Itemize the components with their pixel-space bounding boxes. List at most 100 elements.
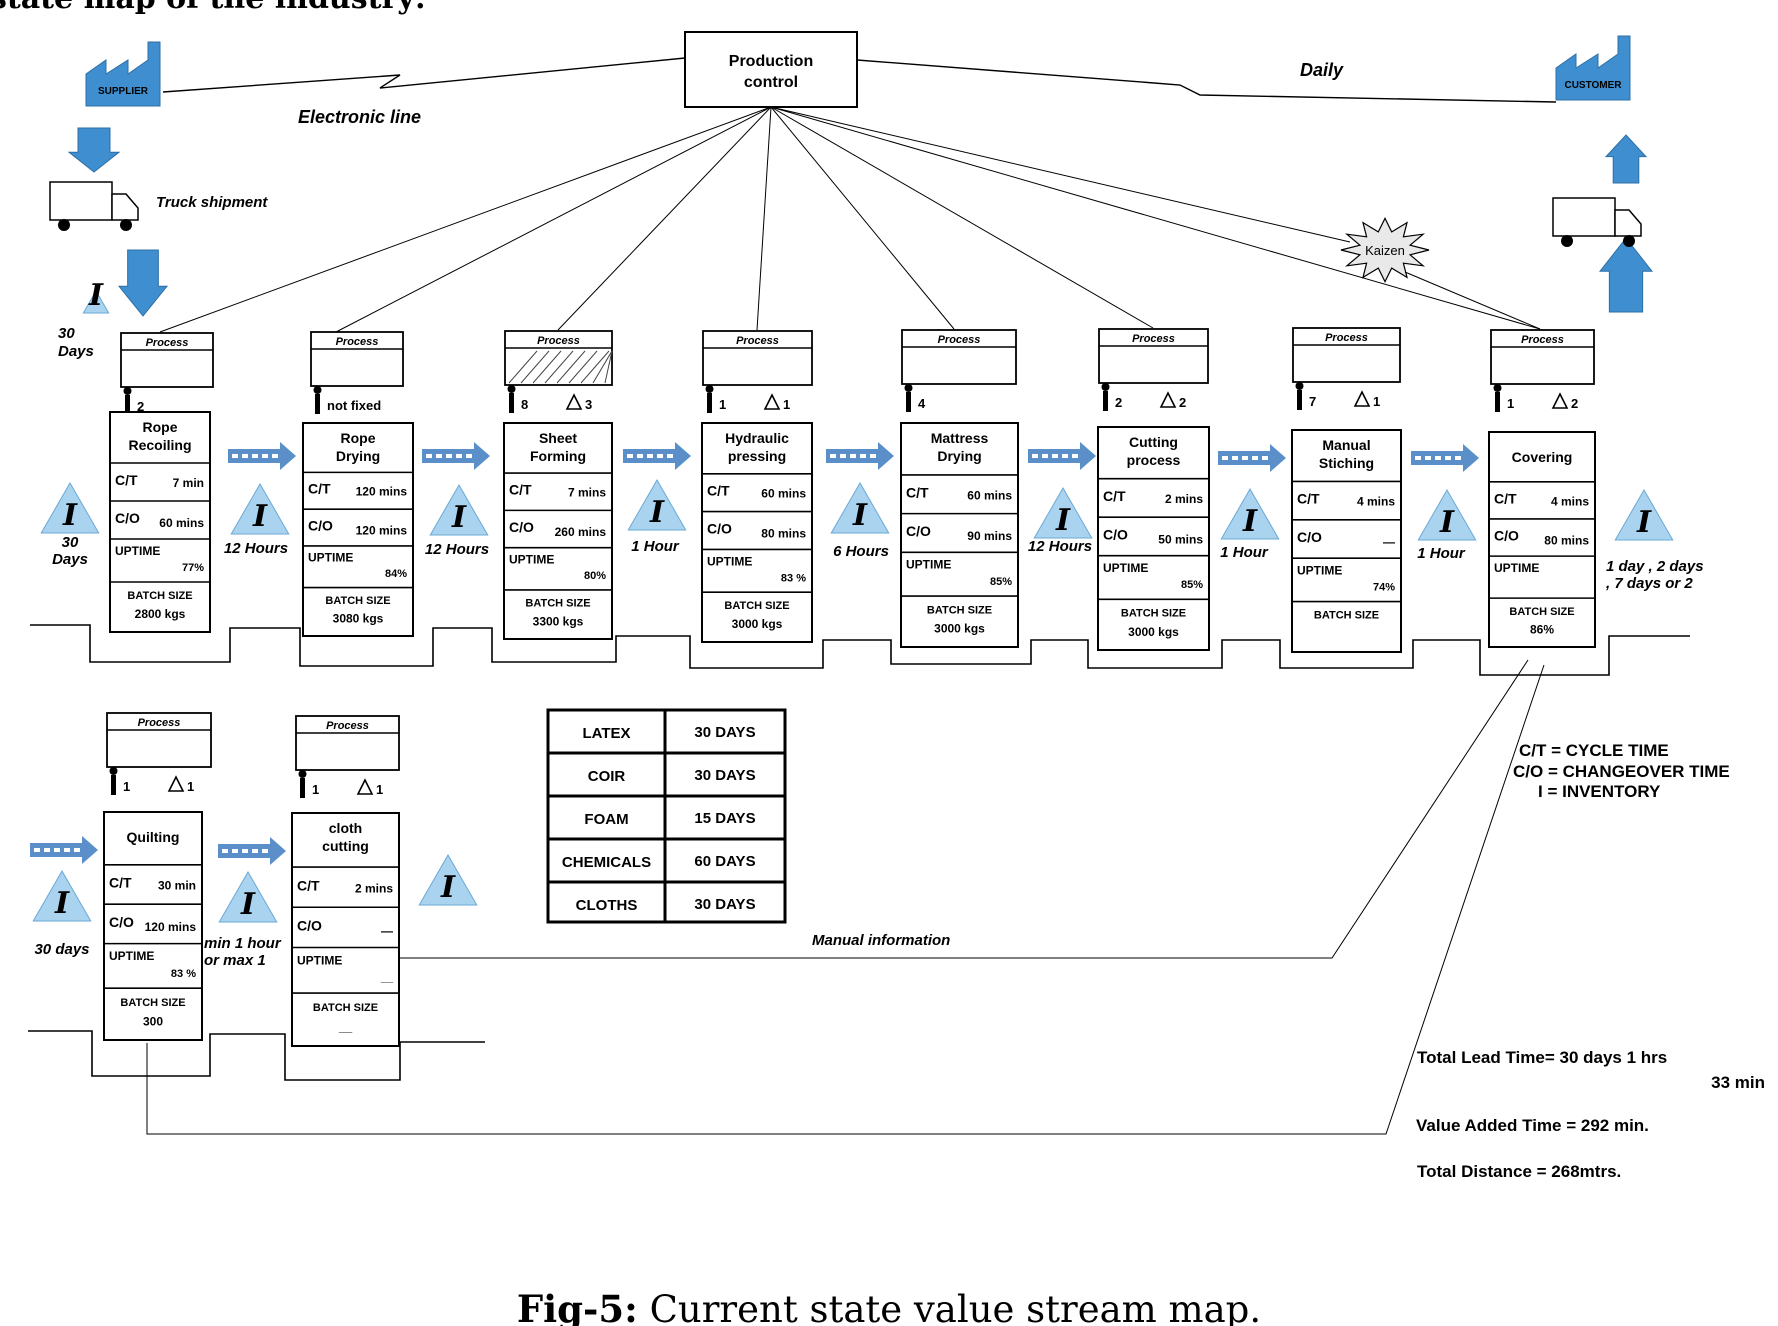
header-fragment-text: state map of the industry: — [0, 0, 426, 16]
process-5-ct-value: 60 mins — [967, 488, 1012, 502]
push-arrow-5-stripe-3 — [1062, 454, 1068, 458]
process-1-batch-label: BATCH SIZE — [127, 590, 192, 602]
inventory-triangle-7-letter: I — [1242, 504, 1258, 539]
push-arrow-2-head — [474, 442, 490, 470]
process-1-name-line1: Rope — [143, 419, 178, 435]
process-6-operator-icon — [1103, 391, 1108, 411]
process-3-machines: 3 — [585, 397, 592, 412]
process-3-batch-value: 3300 kgs — [533, 614, 584, 628]
push-arrow-6-head — [1270, 444, 1286, 472]
push-arrow-8-stripe-4 — [74, 848, 80, 852]
push-arrow-7-stripe-2 — [1435, 456, 1441, 460]
inventory-triangle-12-letter: I — [440, 870, 456, 905]
customer-up-arrow-lower — [1598, 237, 1654, 313]
inventory-triangle-8 — [1417, 488, 1477, 541]
process-2-ct-value: 120 mins — [356, 485, 408, 499]
control-link-line-4 — [756, 106, 772, 331]
process-2-operator-icon — [315, 394, 320, 414]
push-arrow-3-head — [675, 442, 691, 470]
process-10-operators: 1 — [312, 782, 319, 797]
process-5-batch-value: 3000 kgs — [934, 622, 985, 636]
process-8-machines: 2 — [1571, 396, 1578, 411]
push-arrow-4-stripe-0 — [830, 454, 836, 458]
process-2-ct-label: C/T — [308, 481, 331, 497]
process-4-ct-value: 60 mins — [761, 487, 806, 501]
process-2-batch-value: 3080 kgs — [333, 611, 384, 625]
inventory-triangle-11 — [218, 870, 278, 923]
process-7-name-line2: Stiching — [1319, 455, 1374, 471]
process-9-co-value: 120 mins — [145, 920, 197, 934]
process-8-ct-value: 4 mins — [1551, 494, 1589, 508]
process-7-co-label: C/O — [1297, 529, 1322, 545]
process-5-name-line1: Mattress — [931, 430, 989, 446]
process-3-operator-head-icon — [507, 385, 516, 393]
process-3-tag-hatch-5 — [568, 350, 598, 384]
timeline-ladder-row2 — [28, 1030, 485, 1081]
process-7-name-line1: Manual — [1322, 437, 1370, 453]
push-arrow-1-stripe-1 — [242, 454, 248, 458]
supplier-truck-cab — [111, 193, 139, 221]
process-9-uptime-value: 83 % — [171, 968, 196, 980]
process-7-batch-label: BATCH SIZE — [1314, 610, 1379, 622]
inventory-6-label-line1: 12 Hours — [1028, 538, 1092, 555]
process-6-tag-label: Process — [1132, 333, 1175, 345]
material-name-5: CLOTHS — [576, 897, 638, 914]
push-arrow-4-stripe-1 — [840, 454, 846, 458]
process-8-operator-icon — [1495, 392, 1500, 412]
total-lead-time-line1: Total Lead Time= 30 days 1 hrs — [1417, 1048, 1667, 1067]
push-arrow-7-stripe-1 — [1425, 456, 1431, 460]
push-arrow-3-stripe-3 — [657, 454, 663, 458]
inventory-triangle-1 — [40, 481, 100, 534]
inventory-triangle-9-letter: I — [1636, 505, 1652, 540]
process-7-machine-icon — [1353, 390, 1371, 407]
shipment-down-arrow — [117, 249, 169, 317]
process-3-co-label: C/O — [509, 519, 534, 535]
customer-truck — [1552, 197, 1642, 247]
process-9-operators: 1 — [123, 779, 130, 794]
process-5-uptime-value: 85% — [990, 576, 1012, 588]
process-10-machine-icon — [356, 778, 374, 795]
process-5-name-line2: Drying — [937, 448, 981, 464]
process-9-name: Quilting — [127, 829, 180, 845]
process-4-uptime-value: 83 % — [781, 572, 806, 584]
push-arrow-7-stripe-0 — [1415, 456, 1421, 460]
process-1-ct-value: 7 min — [173, 476, 204, 490]
process-1-batch-value: 2800 kgs — [135, 607, 186, 621]
kaizen-to-covering-line — [1404, 271, 1541, 330]
process-4-operators: 1 — [719, 397, 726, 412]
process-3-name-line1: Sheet — [539, 430, 577, 446]
process-9-co-label: C/O — [109, 914, 134, 930]
process-2-co-value: 120 mins — [356, 523, 408, 537]
kaizen-burst — [1340, 216, 1430, 284]
material-days-3: 15 DAYS — [694, 810, 755, 827]
process-10-box — [291, 812, 400, 1047]
process-6-operators: 2 — [1115, 395, 1122, 410]
process-10-uptime-value: __ — [380, 972, 394, 984]
process-5-ct-label: C/T — [906, 484, 929, 500]
production-control-label-line1: Production — [729, 53, 813, 70]
push-arrow-5-head — [1080, 442, 1096, 470]
process-10-operator-icon — [300, 778, 305, 798]
process-3-machine-icon — [565, 393, 583, 410]
process-9-machines: 1 — [187, 779, 194, 794]
push-arrow-9-stripe-1 — [232, 849, 238, 853]
process-8-batch-value: 86% — [1530, 622, 1554, 636]
push-arrow-8-head — [82, 836, 98, 864]
process-5-operator-head-icon — [904, 384, 913, 392]
process-8-box — [1488, 431, 1596, 648]
manual-information-line — [400, 659, 1529, 959]
process-10-tag — [295, 715, 400, 771]
push-arrow-6-stripe-4 — [1262, 456, 1268, 460]
inventory-triangle-6 — [1033, 486, 1093, 539]
inventory-triangle-10-letter: I — [54, 886, 70, 921]
material-name-4: CHEMICALS — [562, 854, 651, 871]
inventory-8-label-line1: 1 Hour — [1417, 545, 1466, 562]
legend-inventory: I = INVENTORY — [1538, 782, 1661, 801]
inventory-5-label-line1: 6 Hours — [833, 543, 889, 560]
inventory-3-label-line1: 12 Hours — [425, 541, 489, 558]
process-4-uptime-label: UPTIME — [707, 554, 752, 568]
